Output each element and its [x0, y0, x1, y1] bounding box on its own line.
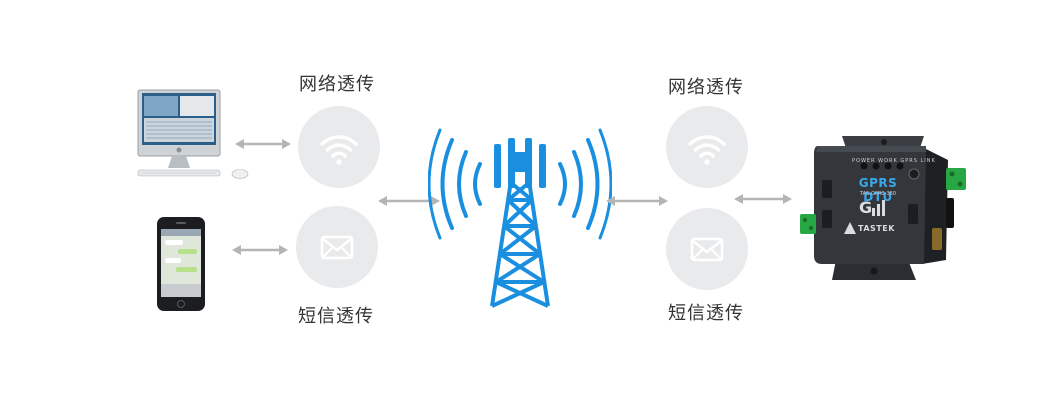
- sms-passthrough-label-right: 短信透传: [668, 303, 744, 324]
- sms-circle-left: [296, 206, 378, 288]
- wifi-icon: [320, 135, 358, 165]
- indicator-labels: POWER WORK GPRS LINK: [852, 158, 936, 164]
- device-body-icon: [800, 136, 966, 280]
- device-g-logo: G: [859, 198, 873, 217]
- wifi-icon: [688, 135, 726, 165]
- bidirectional-arrow: [232, 245, 288, 255]
- bidirectional-arrow: [734, 194, 792, 204]
- network-passthrough-label-left: 网络透传: [299, 74, 375, 95]
- envelope-icon: [690, 237, 724, 262]
- indicator-link-label: LINK: [920, 158, 936, 164]
- smartphone-icon: [157, 217, 205, 311]
- indicator-gprs-label: GPRS: [900, 158, 918, 164]
- cell-tower-icon: [428, 128, 612, 308]
- wifi-circle-right: [666, 106, 748, 188]
- desktop-computer-icon: [137, 89, 249, 179]
- sms-passthrough-label-left: 短信透传: [298, 306, 374, 327]
- sms-circle-right: [666, 208, 748, 290]
- bidirectional-arrow: [378, 196, 440, 206]
- envelope-icon: [320, 235, 354, 260]
- indicator-work-label: WORK: [878, 158, 898, 164]
- device-brand: TASTEK: [858, 224, 895, 233]
- device-model: TAS-GPRS-350: [859, 191, 897, 197]
- gprs-dtu-device: POWER WORK GPRS LINK GPRS DTU TAS-GPRS-3…: [796, 132, 976, 284]
- bidirectional-arrow: [235, 139, 291, 149]
- bidirectional-arrow: [606, 196, 668, 206]
- indicator-power-label: POWER: [852, 158, 876, 164]
- network-passthrough-label-right: 网络透传: [668, 77, 744, 98]
- device-title: GPRS DTU: [858, 176, 898, 204]
- wifi-circle-left: [298, 106, 380, 188]
